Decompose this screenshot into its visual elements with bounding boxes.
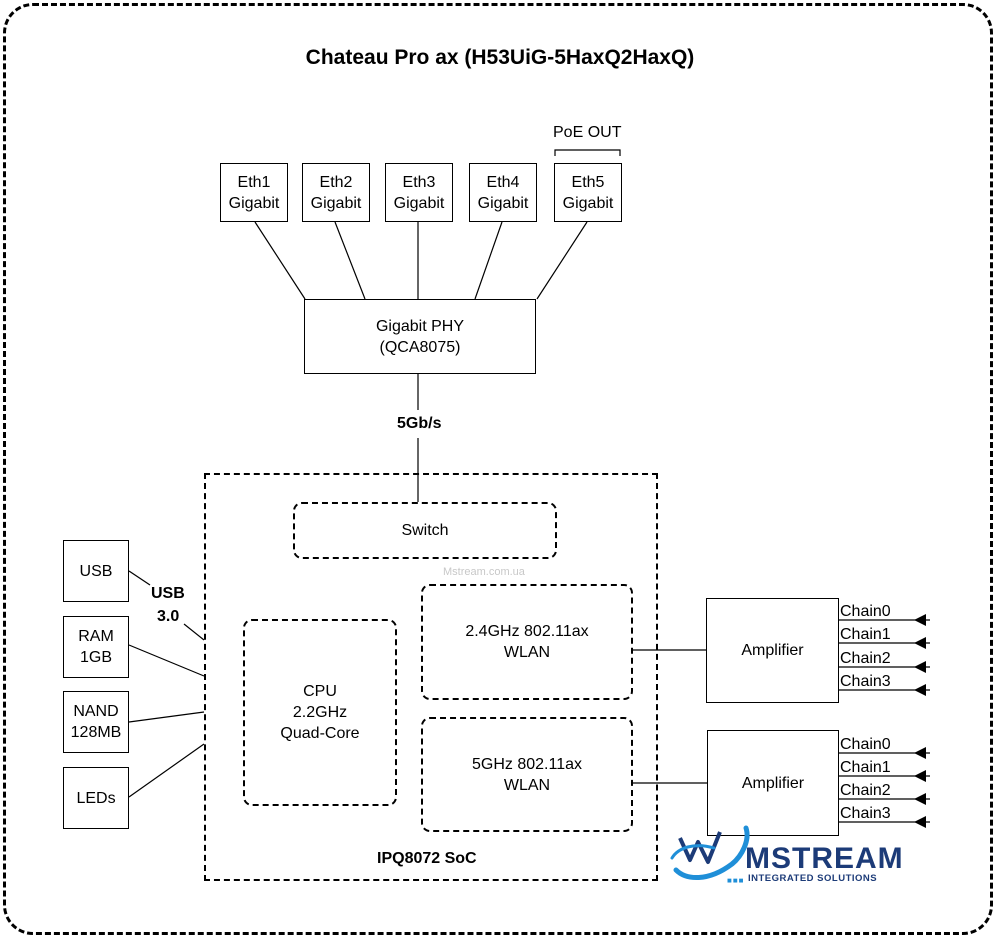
gigabit-phy-box: Gigabit PHY (QCA8075) <box>304 299 536 374</box>
usb-label: USB <box>79 562 113 580</box>
eth4-name: Eth4 <box>486 173 520 191</box>
leds-label: LEDs <box>76 789 116 807</box>
logo-tagline: INTEGRATED SOLUTIONS <box>748 873 878 884</box>
amplifier-2ghz-box: Amplifier <box>706 598 839 703</box>
amp2-chain3-label: Chain3 <box>840 805 891 822</box>
eth3-port: Eth3 Gigabit <box>385 163 453 222</box>
eth4-port: Eth4 Gigabit <box>469 163 537 222</box>
amp2-chain1-label: Chain1 <box>840 759 891 776</box>
wlan-5ghz-standard: 5GHz 802.11ax <box>472 755 582 773</box>
logo-dots-icon: ■■■ <box>727 876 745 885</box>
nand-size: 128MB <box>70 724 122 741</box>
amplifier-2ghz-label: Amplifier <box>741 642 804 659</box>
amp2-chain0-label: Chain0 <box>840 736 891 753</box>
amp1-chain2-label: Chain2 <box>840 650 891 667</box>
cpu-clock: 2.2GHz <box>292 704 348 721</box>
soc-label: IPQ8072 SoC <box>377 850 477 867</box>
leds-box: LEDs <box>63 767 129 829</box>
cpu-box: CPU 2.2GHz Quad-Core <box>243 619 397 806</box>
mstream-logo-icon <box>670 825 750 881</box>
eth4-speed: Gigabit <box>477 194 529 212</box>
amp1-chain3-label: Chain3 <box>840 673 891 690</box>
phy-chip: (QCA8075) <box>379 338 461 356</box>
eth3-speed: Gigabit <box>393 194 445 212</box>
eth1-speed: Gigabit <box>228 194 280 212</box>
wlan-2ghz-label: WLAN <box>503 644 551 661</box>
nand-box: NAND 128MB <box>63 691 129 753</box>
diagram-title: Chateau Pro ax (H53UiG-5HaxQ2HaxQ) <box>305 46 695 69</box>
eth3-name: Eth3 <box>402 173 436 191</box>
ram-box: RAM 1GB <box>63 616 129 678</box>
eth5-name: Eth5 <box>571 173 605 191</box>
eth1-port: Eth1 Gigabit <box>220 163 288 222</box>
nand-label: NAND <box>73 703 119 720</box>
diagram-frame <box>3 3 993 935</box>
phy-name: Gigabit PHY <box>375 317 465 335</box>
usb-bus-label: USB <box>151 585 185 602</box>
poe-out-label: PoE OUT <box>553 124 622 141</box>
cpu-label: CPU <box>303 683 337 700</box>
amplifier-5ghz-label: Amplifier <box>741 774 805 792</box>
eth2-port: Eth2 Gigabit <box>302 163 370 222</box>
eth5-speed: Gigabit <box>562 194 614 212</box>
eth2-speed: Gigabit <box>310 194 362 212</box>
cpu-cores: Quad-Core <box>280 725 360 742</box>
amp1-chain0-label: Chain0 <box>840 603 891 620</box>
logo-name: MSTREAM <box>745 842 904 875</box>
usb-version-label: 3.0 <box>157 608 180 625</box>
switch-box: Switch <box>293 502 557 559</box>
wlan-2ghz-box: 2.4GHz 802.11ax WLAN <box>421 584 633 700</box>
wlan-5ghz-box: 5GHz 802.11ax WLAN <box>421 717 633 832</box>
amp2-chain2-label: Chain2 <box>840 782 891 799</box>
eth2-name: Eth2 <box>319 173 353 191</box>
switch-label: Switch <box>401 522 449 539</box>
ram-size: 1GB <box>79 649 112 666</box>
soc-boundary <box>204 473 658 881</box>
eth5-port: Eth5 Gigabit <box>554 163 622 222</box>
wlan-2ghz-standard: 2.4GHz 802.11ax <box>465 623 589 640</box>
watermark-text: Mstream.com.ua <box>443 566 525 578</box>
link-speed-label: 5Gb/s <box>397 415 442 432</box>
wlan-5ghz-label: WLAN <box>503 776 551 794</box>
ram-label: RAM <box>78 628 114 645</box>
amplifier-5ghz-box: Amplifier <box>707 730 839 836</box>
amp1-chain1-label: Chain1 <box>840 626 891 643</box>
eth1-name: Eth1 <box>237 173 271 191</box>
usb-box: USB <box>63 540 129 602</box>
